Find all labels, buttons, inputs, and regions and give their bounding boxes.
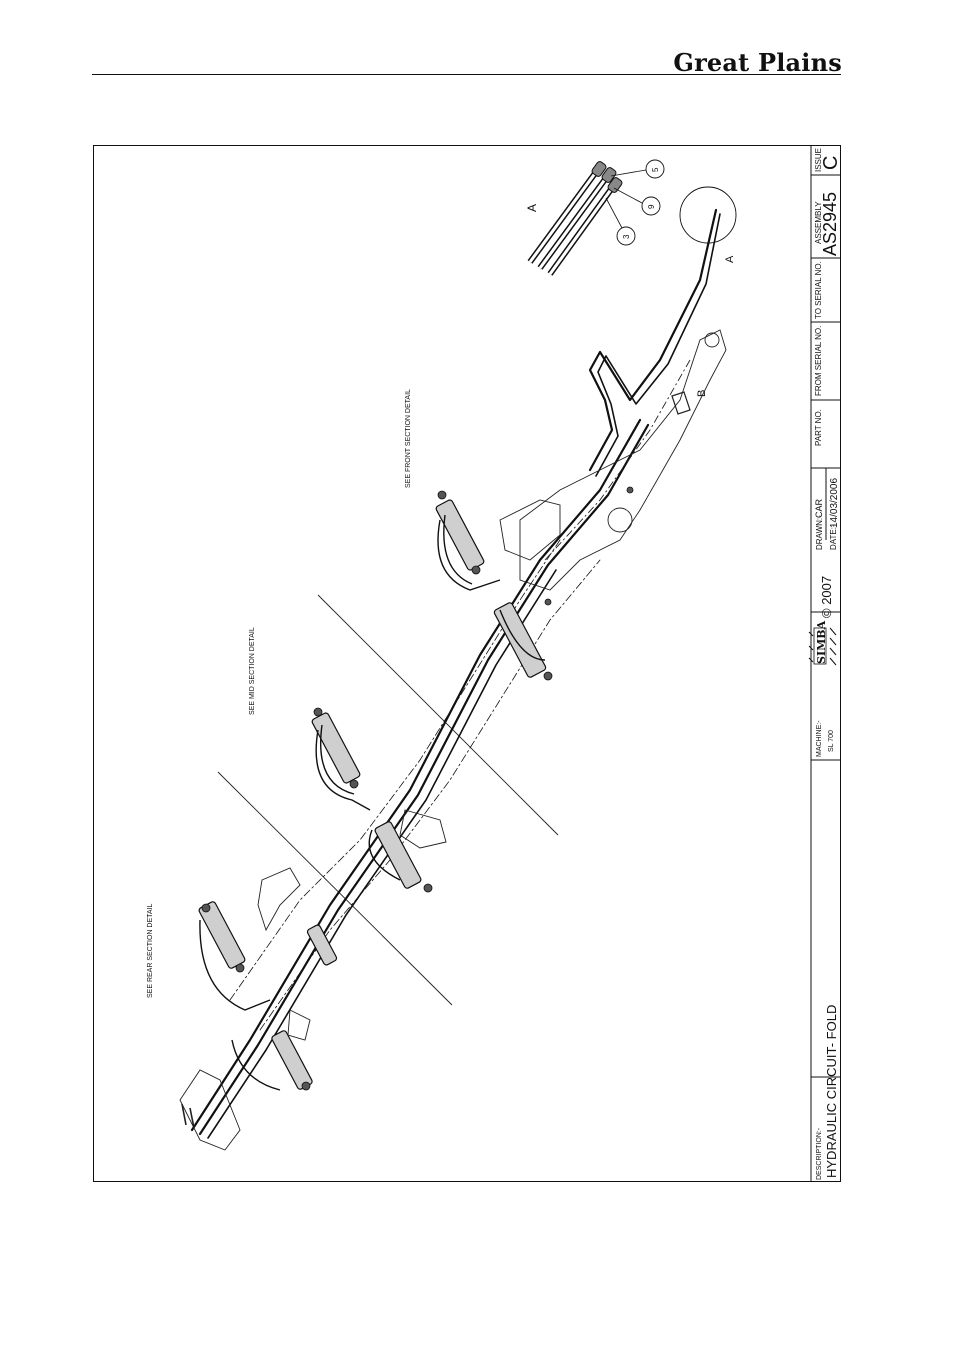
balloon-5: 5 bbox=[651, 167, 660, 172]
detail-a-view bbox=[530, 160, 646, 274]
date-value: 14/03/2006 bbox=[829, 478, 840, 528]
front-wing-arm bbox=[520, 330, 726, 590]
description-label: DESCRIPTION:- bbox=[816, 1127, 823, 1180]
machine-label: MACHINE:- bbox=[816, 720, 823, 757]
detail-b-label: B bbox=[696, 390, 708, 397]
hydraulic-cylinders bbox=[198, 499, 547, 1090]
cylinder-end-fittings bbox=[202, 487, 633, 1090]
detail-a-circle bbox=[680, 187, 736, 243]
drawn-value: CAR bbox=[814, 498, 824, 518]
simba-logo-text: SIMBA bbox=[815, 620, 828, 664]
frame-brackets bbox=[180, 500, 560, 1150]
main-frame bbox=[192, 210, 720, 1138]
note-mid-section: SEE MID SECTION DETAIL bbox=[249, 627, 256, 715]
copyright-text: © 2007 bbox=[819, 576, 834, 618]
simba-logo: SIMBA bbox=[809, 620, 836, 665]
assembly-value: AS2945 bbox=[820, 192, 840, 256]
part-no-label: PART NO. bbox=[814, 409, 823, 446]
issue-value: C bbox=[820, 156, 842, 170]
to-serial-label: TO SERIAL NO. bbox=[814, 261, 823, 319]
section-divider-lines bbox=[218, 595, 558, 1005]
description-value: HYDRAULIC CIRCUIT- FOLD bbox=[824, 1005, 839, 1178]
note-front-section: SEE FRONT SECTION DETAIL bbox=[405, 389, 412, 488]
detail-a-view-label: A bbox=[525, 204, 539, 212]
machine-value: SL 700 bbox=[828, 730, 835, 752]
cylinder-hose-loops bbox=[200, 515, 545, 1090]
detail-a-marker-label: A bbox=[724, 255, 736, 263]
balloon-3: 3 bbox=[622, 234, 631, 239]
drawn-label: DRAWN:- bbox=[815, 515, 824, 550]
note-rear-section: SEE REAR SECTION DETAIL bbox=[147, 904, 154, 998]
balloon-9: 9 bbox=[647, 204, 656, 209]
from-serial-label: FROM SERIAL NO. bbox=[814, 326, 823, 396]
